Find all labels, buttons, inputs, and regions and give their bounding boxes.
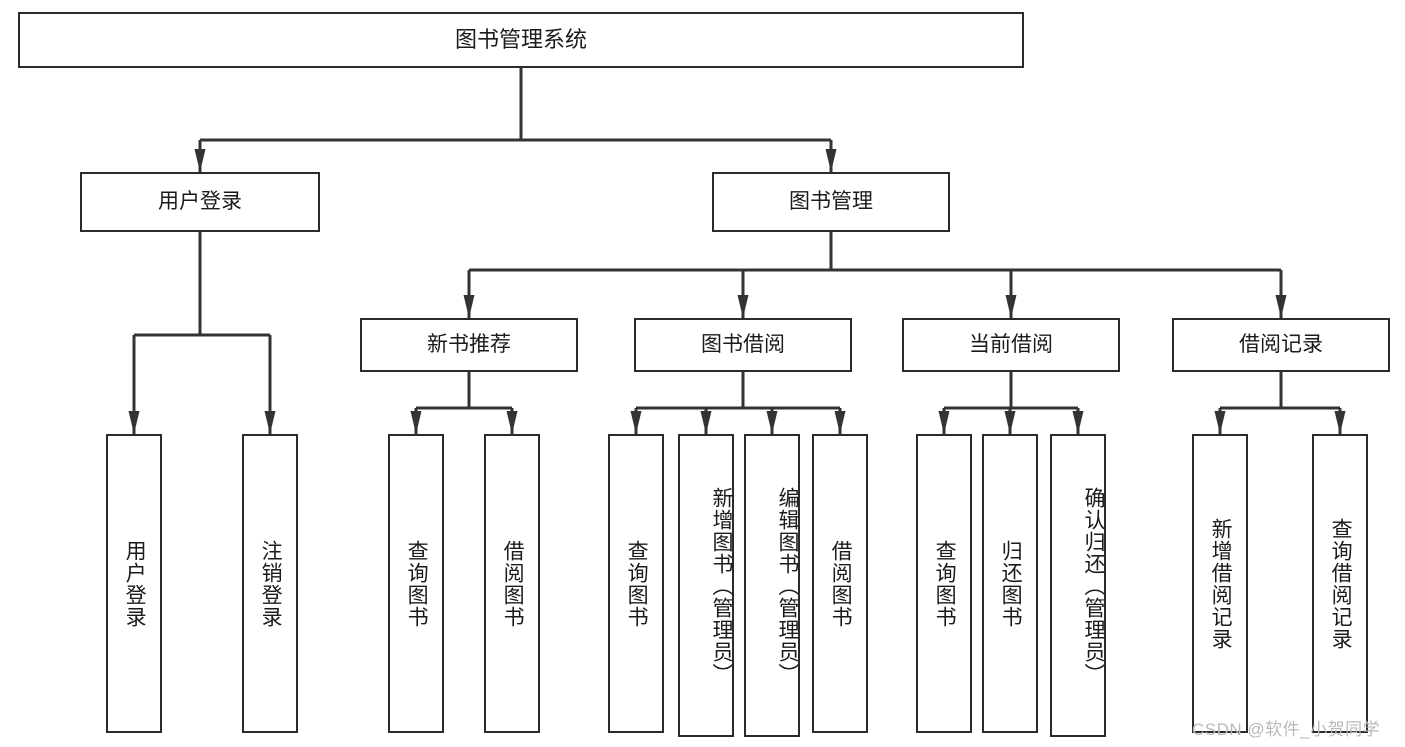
node-leaf-confirm-return[interactable]: 确认归还（管理员） — [1050, 434, 1106, 737]
arrow-head-icon — [128, 411, 140, 434]
node-label: 归还图书 — [999, 539, 1023, 628]
arrow-head-icon — [194, 149, 206, 172]
arrow-head-icon — [463, 295, 475, 318]
node-label: 借阅图书 — [829, 539, 853, 628]
arrow-head-icon — [506, 411, 518, 434]
arrow-head-icon — [1275, 295, 1287, 318]
node-label: 查询借阅记录 — [1329, 517, 1353, 650]
node-label: 用户登录 — [158, 189, 242, 213]
node-leaf-edit-book[interactable]: 编辑图书（管理员） — [744, 434, 800, 737]
arrow-head-icon — [630, 411, 642, 434]
node-label: 查询图书 — [625, 539, 649, 628]
node-leaf-return-book[interactable]: 归还图书 — [982, 434, 1038, 733]
node-label: 图书借阅 — [701, 332, 785, 356]
node-label: 查询图书 — [933, 539, 957, 628]
arrow-head-icon — [825, 149, 837, 172]
arrow-head-icon — [938, 411, 950, 434]
arrow-head-icon — [1072, 411, 1084, 434]
node-label: 新增借阅记录 — [1209, 517, 1233, 650]
node-label: 图书管理系统 — [454, 27, 587, 53]
node-leaf-add-book[interactable]: 新增图书（管理员） — [678, 434, 734, 737]
node-label: 图书管理 — [789, 189, 873, 213]
node-label: 借阅记录 — [1239, 332, 1323, 356]
node-label: 新书推荐 — [427, 332, 511, 356]
node-label: 确认归还（管理员） — [1082, 486, 1105, 685]
arrow-head-icon — [1004, 411, 1016, 434]
node-label: 编辑图书（管理员） — [776, 486, 799, 685]
node-label: 注销登录 — [259, 539, 283, 628]
node-new-book-recommend[interactable]: 新书推荐 — [360, 318, 578, 372]
node-label: 新增图书（管理员） — [710, 486, 733, 685]
arrow-head-icon — [700, 411, 712, 434]
node-book-management[interactable]: 图书管理 — [712, 172, 950, 232]
node-current-borrow[interactable]: 当前借阅 — [902, 318, 1120, 372]
node-book-borrow[interactable]: 图书借阅 — [634, 318, 852, 372]
node-leaf-query-record[interactable]: 查询借阅记录 — [1312, 434, 1368, 733]
node-leaf-user-login[interactable]: 用户登录 — [106, 434, 162, 733]
node-user-login[interactable]: 用户登录 — [80, 172, 320, 232]
node-root[interactable]: 图书管理系统 — [18, 12, 1024, 68]
arrow-head-icon — [1214, 411, 1226, 434]
arrow-head-icon — [737, 295, 749, 318]
arrow-head-icon — [834, 411, 846, 434]
arrow-head-icon — [1334, 411, 1346, 434]
node-leaf-add-record[interactable]: 新增借阅记录 — [1192, 434, 1248, 733]
arrow-head-icon — [1005, 295, 1017, 318]
node-label: 查询图书 — [405, 539, 429, 628]
node-borrow-record[interactable]: 借阅记录 — [1172, 318, 1390, 372]
node-leaf-query-book-2[interactable]: 查询图书 — [608, 434, 664, 733]
node-label: 当前借阅 — [969, 332, 1053, 356]
node-label: 借阅图书 — [501, 539, 525, 628]
node-leaf-borrow-book-1[interactable]: 借阅图书 — [484, 434, 540, 733]
arrow-head-icon — [264, 411, 276, 434]
node-leaf-query-book-1[interactable]: 查询图书 — [388, 434, 444, 733]
node-label: 用户登录 — [123, 539, 147, 628]
node-leaf-logout[interactable]: 注销登录 — [242, 434, 298, 733]
arrow-head-icon — [410, 411, 422, 434]
node-leaf-query-book-3[interactable]: 查询图书 — [916, 434, 972, 733]
arrow-head-icon — [766, 411, 778, 434]
node-leaf-borrow-book-2[interactable]: 借阅图书 — [812, 434, 868, 733]
